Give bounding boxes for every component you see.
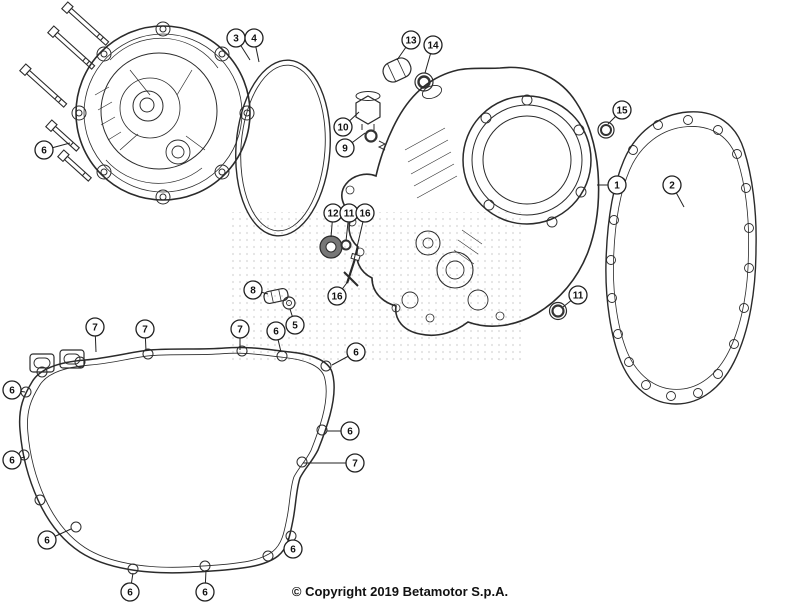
- callout-circle: [340, 421, 360, 441]
- callout-6: 6: [2, 380, 26, 400]
- callout-circle: [345, 453, 365, 473]
- callout-8: 8: [243, 280, 269, 300]
- callout-6: 6: [37, 528, 72, 550]
- callout-circle: [423, 35, 443, 55]
- callout-number: 6: [273, 327, 279, 338]
- callout-number: 6: [290, 545, 296, 556]
- callout-11: 11: [562, 285, 588, 308]
- callout-circle: [346, 342, 366, 362]
- callout-6: 6: [34, 140, 71, 160]
- plug-and-oring-parts: [355, 91, 387, 151]
- callout-circle: [120, 582, 140, 602]
- callout-circle: [355, 203, 375, 223]
- callout-number: 6: [353, 348, 359, 359]
- callout-number: 6: [127, 588, 133, 599]
- callout-number: 6: [202, 588, 208, 599]
- callout-number: 3: [233, 34, 239, 45]
- callout-circle: [333, 117, 353, 137]
- callout-number: 9: [342, 144, 348, 155]
- callout-6: 6: [195, 569, 215, 602]
- callout-circle: [266, 321, 286, 341]
- callout-6: 6: [2, 450, 26, 470]
- callout-circle: [2, 380, 22, 400]
- callout-number: 1: [614, 181, 620, 192]
- callout-7: 7: [85, 317, 105, 353]
- callout-circle: [2, 450, 22, 470]
- callout-13: 13: [396, 30, 421, 61]
- callout-6: 6: [331, 342, 366, 366]
- callout-circle: [662, 175, 682, 195]
- callout-number: 8: [250, 286, 256, 297]
- bottom-gasket-part: [18, 345, 335, 575]
- callout-number: 6: [44, 536, 50, 547]
- callout-number: 14: [427, 41, 439, 52]
- callout-circle: [283, 539, 303, 559]
- callout-circle: [607, 175, 627, 195]
- callout-16: 16: [327, 279, 350, 306]
- mounting-bolts: [19, 1, 110, 182]
- callout-1: 1: [597, 175, 627, 195]
- callout-4: 4: [244, 28, 264, 63]
- callout-number: 5: [292, 321, 298, 332]
- callout-circle: [135, 319, 155, 339]
- callout-circle: [401, 30, 421, 50]
- callout-number: 7: [352, 459, 358, 470]
- callout-number: 4: [251, 34, 257, 45]
- callout-circle: [335, 138, 355, 158]
- callout-circle: [195, 582, 215, 602]
- callout-circle: [34, 140, 54, 160]
- callout-number: 6: [347, 427, 353, 438]
- callout-circle: [612, 100, 632, 120]
- callout-5: 5: [285, 308, 305, 335]
- callout-number: 13: [405, 36, 417, 47]
- callout-2: 2: [662, 175, 685, 208]
- callout-circle: [285, 315, 305, 335]
- small-hardware-parts: [263, 235, 568, 321]
- callout-number: 6: [9, 456, 15, 467]
- callout-7: 7: [135, 319, 155, 352]
- callout-number: 15: [616, 106, 628, 117]
- callout-number: 16: [359, 209, 371, 220]
- callout-14: 14: [423, 35, 443, 74]
- callout-number: 6: [41, 146, 47, 157]
- callout-3: 3: [226, 28, 251, 61]
- callout-number: 6: [9, 386, 15, 397]
- callout-number: 7: [92, 323, 98, 334]
- callout-number: 11: [344, 209, 355, 220]
- callout-number: 11: [573, 291, 584, 302]
- callout-number: 12: [327, 209, 339, 220]
- side-gasket-part: [605, 111, 757, 405]
- crankcase-cover-part: [341, 66, 600, 337]
- callout-10: 10: [333, 111, 360, 137]
- callout-circle: [85, 317, 105, 337]
- callout-6: 6: [266, 321, 286, 353]
- callout-9: 9: [335, 132, 366, 158]
- callout-number: 10: [337, 123, 349, 134]
- callout-number: 16: [331, 292, 343, 303]
- callout-16: 16: [353, 203, 375, 261]
- callout-number: 7: [142, 325, 148, 336]
- callout-6: 6: [120, 572, 140, 602]
- callout-number: 2: [669, 181, 675, 192]
- clutch-cover-part: [71, 21, 255, 205]
- callout-15: 15: [607, 100, 632, 125]
- callout-circle: [244, 28, 264, 48]
- callout-circle: [327, 286, 347, 306]
- callout-circle: [568, 285, 588, 305]
- callout-number: 7: [237, 325, 243, 336]
- callout-circle: [230, 319, 250, 339]
- callout-circle: [243, 280, 263, 300]
- copyright-text: © Copyright 2019 Betamotor S.p.A.: [291, 584, 509, 599]
- callout-6: 6: [283, 537, 303, 559]
- callout-7: 7: [230, 319, 250, 350]
- oring-15-part: [597, 121, 615, 139]
- callout-circle: [37, 530, 57, 550]
- clutch-cover-gasket-part: [235, 59, 331, 237]
- callout-6: 6: [327, 421, 360, 441]
- callout-7: 7: [303, 453, 365, 473]
